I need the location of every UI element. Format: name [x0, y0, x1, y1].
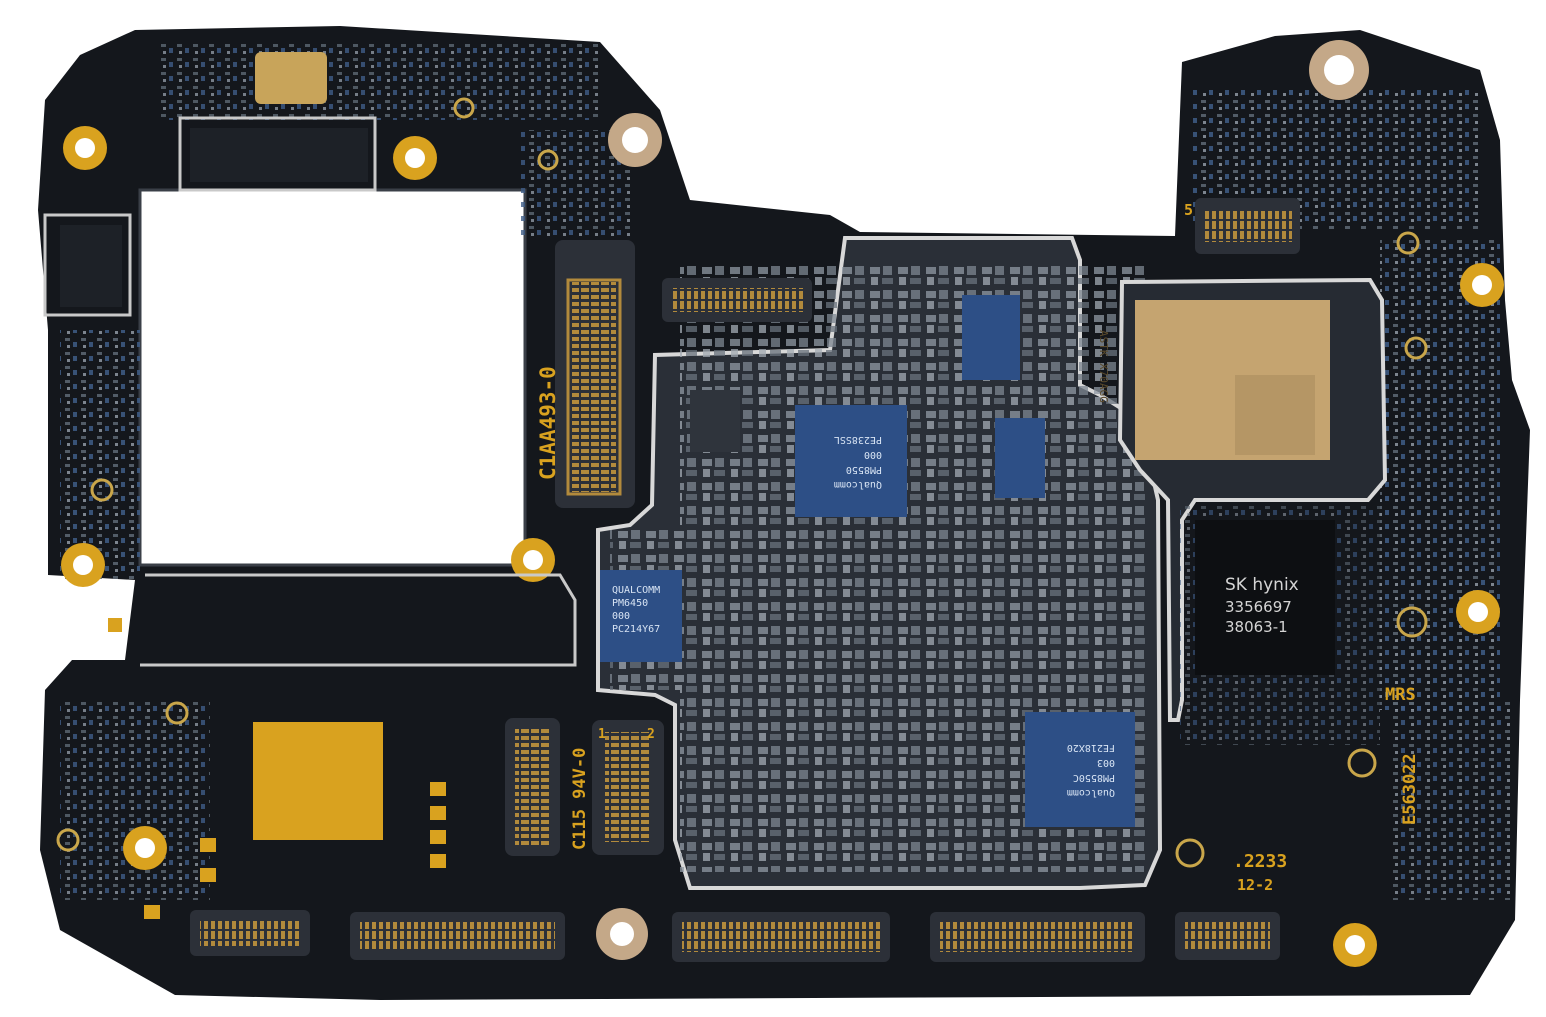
e-mark: E563022: [1400, 753, 1420, 825]
pm6450-line3: 000: [612, 611, 630, 622]
pm8550c-line3: 003: [1097, 757, 1115, 768]
gold-contact-pad: [253, 722, 383, 840]
standoff-posts: [596, 40, 1369, 960]
mrs-mark: MRS: [1385, 685, 1416, 705]
pmic-pm8550c: Qualcomm PM8550C 003 FE218X20: [1025, 712, 1135, 827]
flex-mark: C115 94V-0: [570, 748, 590, 850]
pm6450-line1: QUALCOMM: [612, 585, 660, 596]
connector-index-5: 5: [1184, 201, 1193, 219]
connector-bottom-1: [190, 910, 310, 956]
board-part-number: C1AA493-0: [536, 366, 560, 480]
pm8550-line1: Qualcomm: [834, 479, 882, 490]
mounting-holes: [61, 126, 1504, 967]
date-code-line2: 12-2: [1237, 876, 1273, 894]
sk-hynix-chip: [1195, 520, 1335, 675]
coax-connectors: [56, 97, 1428, 868]
connector-flex-2: [592, 720, 664, 855]
pmic-pm6450: QUALCOMM PM6450 000 PC214Y67: [600, 570, 682, 662]
camera-cutout: [140, 190, 525, 565]
pm6450-line2: PM6450: [612, 598, 648, 609]
connector-vertical-left: [555, 240, 635, 508]
svg-text:ASTK X70AGG: ASTK X70AGG: [1097, 330, 1110, 403]
connector-flex-1: [505, 718, 560, 856]
pm8550-line4: PE238SSL: [834, 434, 882, 445]
pm6450-line4: PC214Y67: [612, 624, 660, 635]
pm8550c-line4: FE218X20: [1067, 742, 1115, 753]
connector-bottom-4: [930, 912, 1145, 962]
pm8550-line3: 000: [864, 449, 882, 460]
hynix-brand: SK hynix: [1225, 575, 1299, 595]
hynix-line1: 3356697: [1225, 598, 1292, 616]
connector-index-2: 2: [647, 727, 655, 742]
small-ic: [690, 390, 740, 452]
connector-bottom-2: [350, 912, 565, 960]
shield-can-small: [255, 52, 327, 104]
connector-top: [662, 278, 812, 322]
pm8550c-line1: Qualcomm: [1067, 787, 1115, 798]
pm8550-line2: PM8550: [846, 464, 882, 475]
pmic-pm8550: Qualcomm PM8550 000 PE238SSL: [795, 405, 907, 517]
date-code-line1: .2233: [1233, 851, 1287, 872]
hynix-line2: 38063-1: [1225, 618, 1288, 636]
connector-bottom-5: [1175, 912, 1280, 960]
small-ic: [995, 418, 1045, 498]
pm8550c-line2: PM8550C: [1073, 772, 1115, 783]
connector-bottom-3: [672, 912, 890, 962]
small-gold-pads: [108, 618, 446, 919]
connector-right-top: [1195, 198, 1300, 254]
small-ic: [962, 295, 1020, 380]
connector-index-1: 1: [598, 727, 606, 742]
